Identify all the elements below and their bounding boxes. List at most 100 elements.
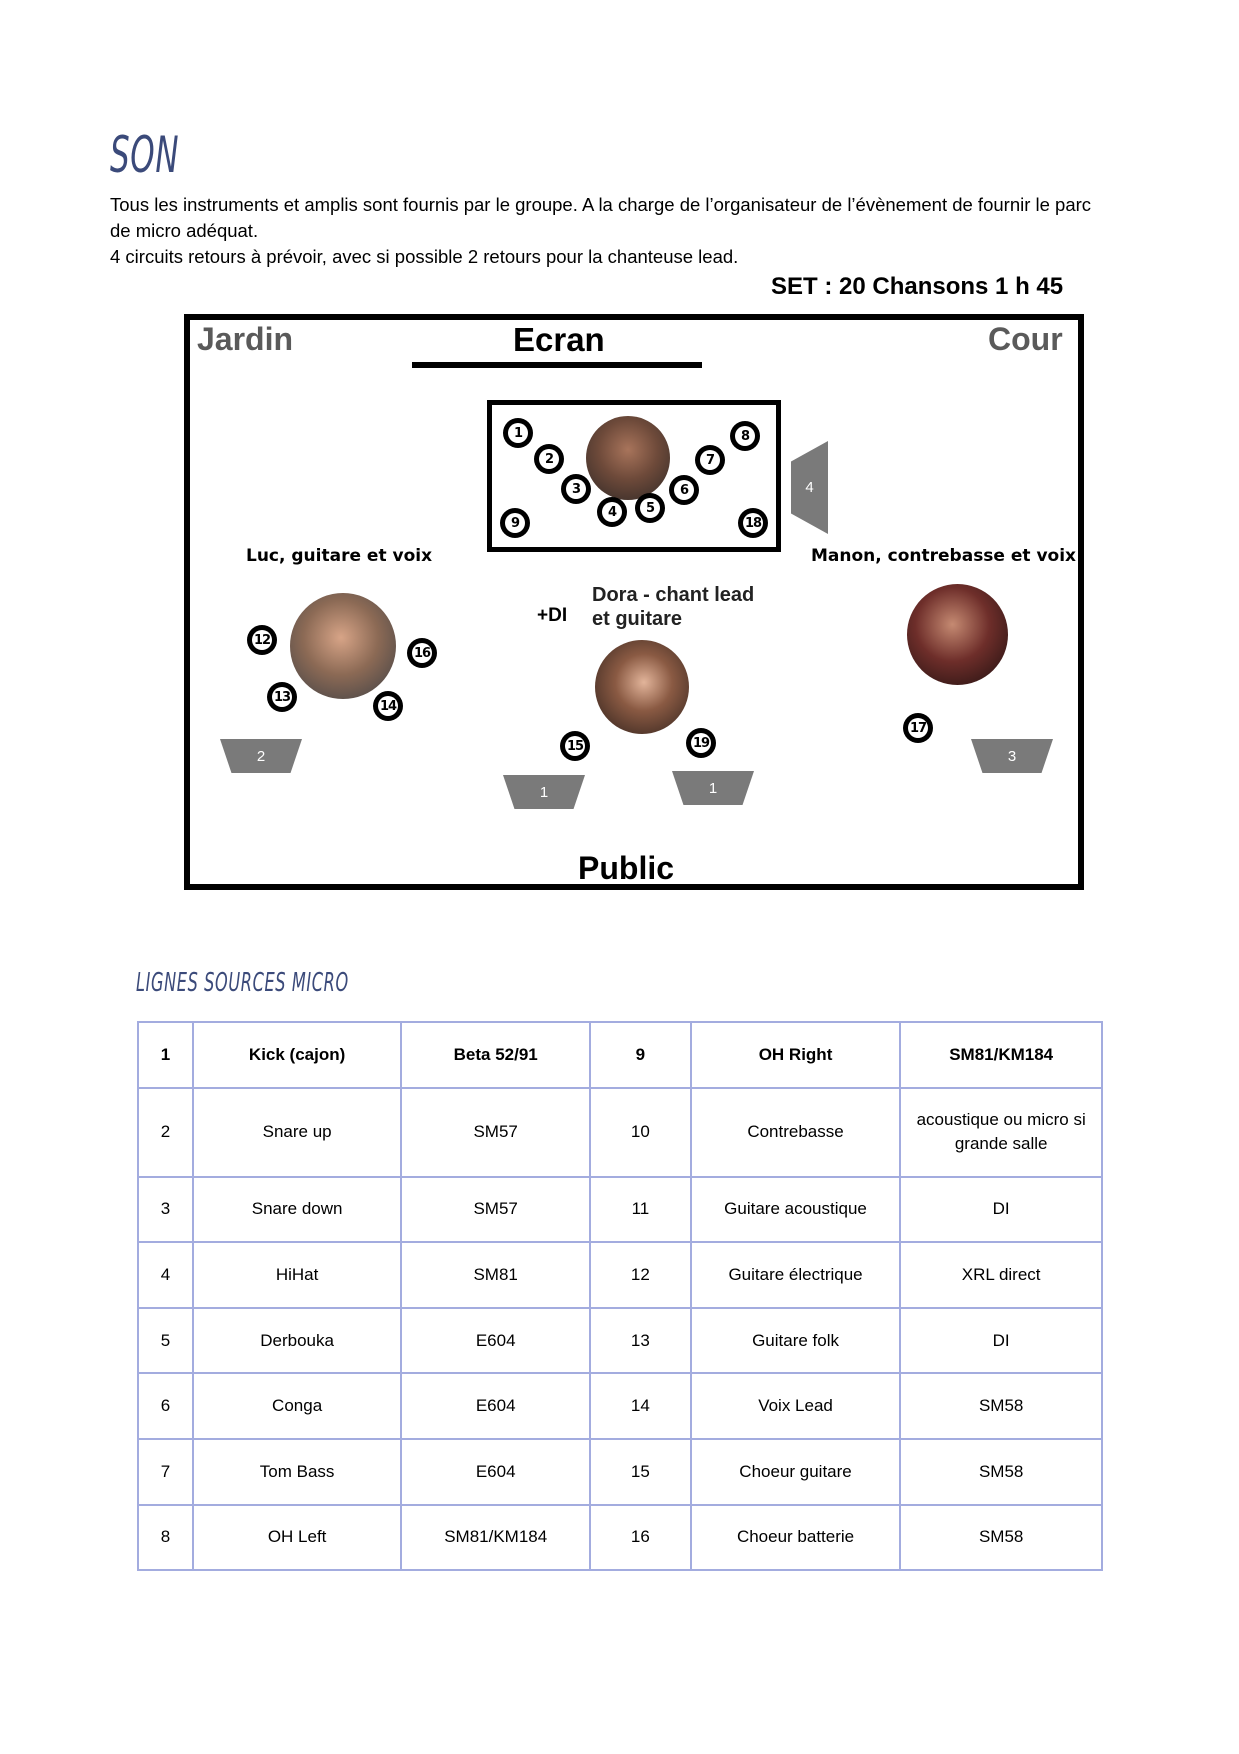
cell-mic: SM57 [401,1177,590,1243]
ecran-label: Ecran [513,321,605,359]
mic-marker-2: 2 [534,444,564,474]
manon-label: Manon, contrebasse et voix [811,546,1076,566]
cell-mic: E604 [401,1308,590,1374]
mic-marker-16: 16 [407,638,437,668]
di-label: +DI [537,605,567,627]
jardin-label: Jardin [197,321,293,358]
mic-marker-6: 6 [669,475,699,505]
intro-text: Tous les instruments et amplis sont four… [110,192,1170,270]
intro-line-3: 4 circuits retours à prévoir, avec si po… [110,244,1170,270]
cell-source: Guitare électrique [691,1242,901,1308]
cell-source: Choeur batterie [691,1505,901,1571]
cell-source: Contrebasse [691,1088,901,1177]
mic-marker-14: 14 [373,691,403,721]
cell-line-number: 1 [138,1022,193,1088]
intro-line-2: de micro adéquat. [110,218,1170,244]
cell-mic: E604 [401,1373,590,1439]
cell-line-number: 6 [138,1373,193,1439]
mic-marker-9: 9 [500,508,530,538]
cour-label: Cour [988,321,1063,358]
cell-line-number: 13 [590,1308,691,1374]
cell-line-number: 9 [590,1022,691,1088]
cell-line-number: 14 [590,1373,691,1439]
manon-photo [907,584,1008,685]
monitor-1-right: 1 [672,771,754,805]
cell-mic: DI [900,1177,1102,1243]
cell-source: Choeur guitare [691,1439,901,1505]
cell-line-number: 2 [138,1088,193,1177]
cell-line-number: 11 [590,1177,691,1243]
luc-photo [290,593,396,699]
cell-mic: SM58 [900,1439,1102,1505]
ecran-line [412,362,702,368]
cell-source: Derbouka [193,1308,401,1374]
cell-line-number: 3 [138,1177,193,1243]
public-label: Public [578,850,674,887]
page-title: SON [110,126,179,184]
cell-mic: SM58 [900,1505,1102,1571]
monitor-2: 2 [220,739,302,773]
monitor-1-right-label: 1 [709,780,717,797]
monitor-3: 3 [971,739,1053,773]
intro-line-1: Tous les instruments et amplis sont four… [110,192,1170,218]
cell-line-number: 5 [138,1308,193,1374]
cell-mic: SM81/KM184 [900,1022,1102,1088]
cell-mic: acoustique ou micro si grande salle [900,1088,1102,1177]
cell-mic: SM81/KM184 [401,1505,590,1571]
cell-line-number: 4 [138,1242,193,1308]
luc-label: Luc, guitare et voix [246,546,432,566]
dora-photo [595,640,689,734]
mic-marker-5: 5 [635,493,665,523]
table-title: LIGNES SOURCES MICRO [136,968,349,998]
dora-label-line-2: et guitare [592,607,754,631]
mic-marker-17: 17 [903,713,933,743]
cell-source: Guitare acoustique [691,1177,901,1243]
cell-source: HiHat [193,1242,401,1308]
monitor-2-label: 2 [257,748,265,765]
set-label: SET : 20 Chansons 1 h 45 [771,273,1063,301]
mic-marker-3: 3 [561,474,591,504]
cell-source: OH Right [691,1022,901,1088]
cell-mic: SM81 [401,1242,590,1308]
cell-mic: SM57 [401,1088,590,1177]
mic-marker-13: 13 [267,682,297,712]
mic-marker-4: 4 [597,497,627,527]
dora-label: Dora - chant lead et guitare [592,583,754,631]
cell-mic: DI [900,1308,1102,1374]
mic-marker-8: 8 [730,421,760,451]
monitor-3-label: 3 [1008,748,1016,765]
cell-mic: XRL direct [900,1242,1102,1308]
cell-line-number: 12 [590,1242,691,1308]
cell-source: Snare down [193,1177,401,1243]
cell-source: Kick (cajon) [193,1022,401,1088]
cell-line-number: 7 [138,1439,193,1505]
cell-source: Conga [193,1373,401,1439]
mic-marker-7: 7 [695,445,725,475]
cell-mic: Beta 52/91 [401,1022,590,1088]
mic-marker-12: 12 [247,625,277,655]
cell-line-number: 16 [590,1505,691,1571]
dora-label-line-1: Dora - chant lead [592,583,754,607]
cell-source: Tom Bass [193,1439,401,1505]
monitor-1-left-label: 1 [540,784,548,801]
cell-source: Voix Lead [691,1373,901,1439]
cell-source: Snare up [193,1088,401,1177]
cell-mic: E604 [401,1439,590,1505]
cell-source: OH Left [193,1505,401,1571]
mic-marker-19: 19 [686,728,716,758]
cell-line-number: 10 [590,1088,691,1177]
mic-marker-15: 15 [560,731,590,761]
mic-marker-1: 1 [503,418,533,448]
monitor-4-label: 4 [805,479,813,496]
cell-line-number: 8 [138,1505,193,1571]
cell-source: Guitare folk [691,1308,901,1374]
